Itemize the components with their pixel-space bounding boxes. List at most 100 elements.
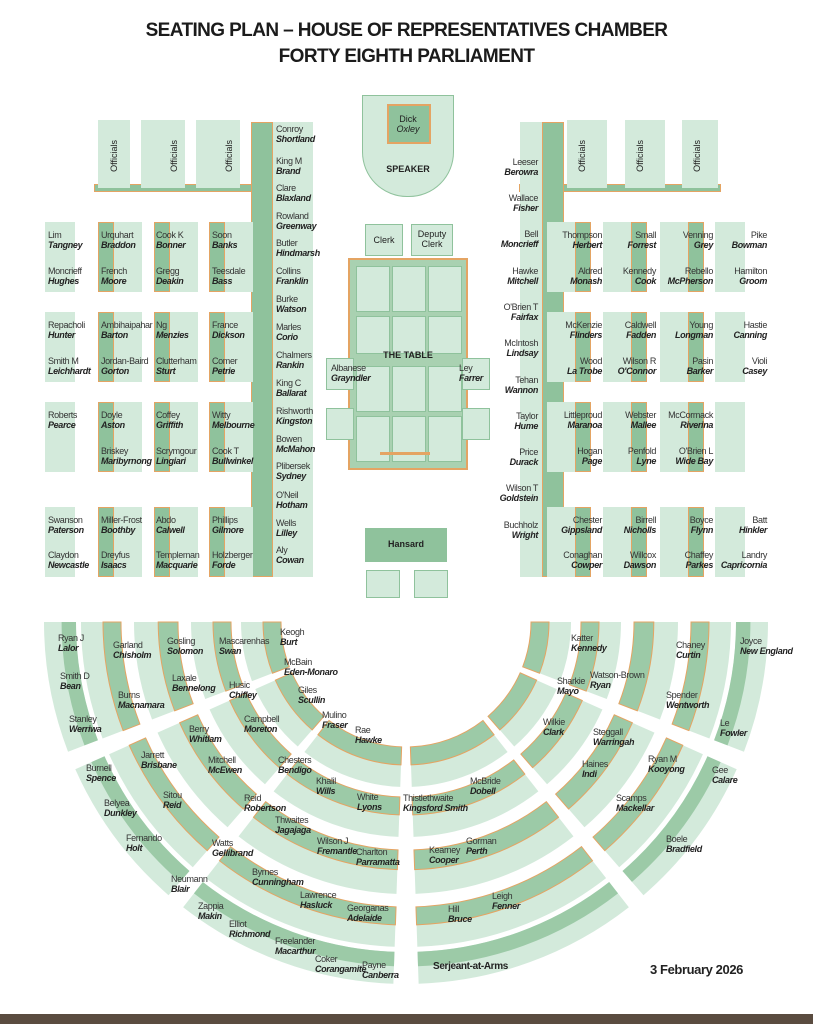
bench-arc	[592, 737, 684, 852]
member-electorate: Boothby	[101, 525, 136, 535]
member-name: Taylor	[516, 411, 538, 421]
member-name: Charlton	[356, 847, 388, 857]
member-name: Fernando	[126, 833, 162, 843]
bench-desk	[631, 222, 647, 292]
member-name: Reid	[244, 793, 262, 803]
member-electorate: Watson	[276, 304, 307, 314]
member-electorate: Capricornia	[720, 560, 768, 570]
bench-desk	[154, 402, 170, 472]
member-name: Cook K	[156, 230, 184, 240]
bench-arc	[209, 693, 292, 785]
bench-desk	[209, 402, 225, 472]
member-name: Templeman	[156, 550, 200, 560]
bench-arc	[262, 621, 290, 674]
bench-arc	[415, 845, 594, 926]
member-electorate: Bullwinkel	[212, 456, 254, 466]
bench-arc	[555, 714, 655, 828]
table-panel	[392, 366, 426, 412]
member-name: McKenzie	[565, 320, 602, 330]
table-label: THE TABLE	[383, 350, 433, 360]
govt-front-bench	[251, 122, 273, 577]
member-electorate: Newcastle	[48, 560, 89, 570]
speaker-title: SPEAKER	[386, 164, 430, 174]
member-name: Webster	[625, 410, 656, 420]
member-electorate: Moncrieff	[500, 239, 539, 249]
member-electorate: Macnamara	[118, 700, 165, 710]
member-name: Katter	[571, 633, 593, 643]
member-name: France	[212, 320, 238, 330]
table-panel	[428, 266, 462, 312]
member-name: Jarrett	[141, 750, 165, 760]
member-name: Clare	[276, 183, 296, 193]
bench-arc	[317, 719, 403, 766]
bench-block	[547, 402, 591, 472]
bench-block	[603, 402, 647, 472]
member-name: Collins	[276, 266, 301, 276]
bench-desk	[631, 312, 647, 382]
speaker-name: Dick	[399, 114, 417, 124]
bench-block	[209, 402, 253, 472]
bench-arc	[714, 622, 751, 746]
member-electorate: Fowler	[720, 728, 747, 738]
member-name: Burns	[118, 690, 140, 700]
bench-arc	[522, 621, 550, 674]
member-electorate: Dickson	[212, 330, 245, 340]
member-name: King C	[276, 378, 301, 388]
member-name: Kearney	[429, 845, 461, 855]
bench-arc	[255, 672, 324, 747]
member-electorate: Lyne	[636, 456, 656, 466]
govt-front-bench-seats	[273, 122, 313, 577]
bench-arc	[520, 692, 583, 769]
member-electorate: Monash	[570, 276, 602, 286]
deputy-clerk-label: Deputy Clerk	[417, 229, 447, 249]
member-name: Scrymgour	[156, 446, 197, 456]
bench-desk	[688, 222, 704, 292]
bench-arc	[286, 759, 401, 816]
member-electorate: Robertson	[244, 803, 286, 813]
member-electorate: Kingston	[276, 416, 313, 426]
member-name: Giles	[298, 685, 317, 695]
member-electorate: Corangamite	[315, 964, 367, 974]
bench-arc	[157, 714, 257, 828]
member-electorate: Hawke	[355, 735, 382, 745]
member-electorate: Ballarat	[276, 388, 307, 398]
member-electorate: Ryan	[590, 680, 611, 690]
member-name: Keogh	[280, 627, 305, 637]
member-electorate: Hughes	[48, 276, 79, 286]
member-electorate: Longman	[674, 330, 713, 340]
member-name: Jordan-Baird	[101, 356, 149, 366]
member-electorate: Barton	[101, 330, 128, 340]
member-electorate: Canberra	[362, 970, 399, 980]
bench-arc	[218, 845, 397, 926]
member-name: Roberts	[48, 410, 78, 420]
plan-date: 3 February 2026	[650, 962, 744, 977]
bench-desk	[154, 222, 170, 292]
bench-arc	[618, 621, 655, 712]
bench-arc	[274, 672, 325, 731]
bench-arc	[61, 622, 98, 746]
member-electorate: Canning	[733, 330, 767, 340]
